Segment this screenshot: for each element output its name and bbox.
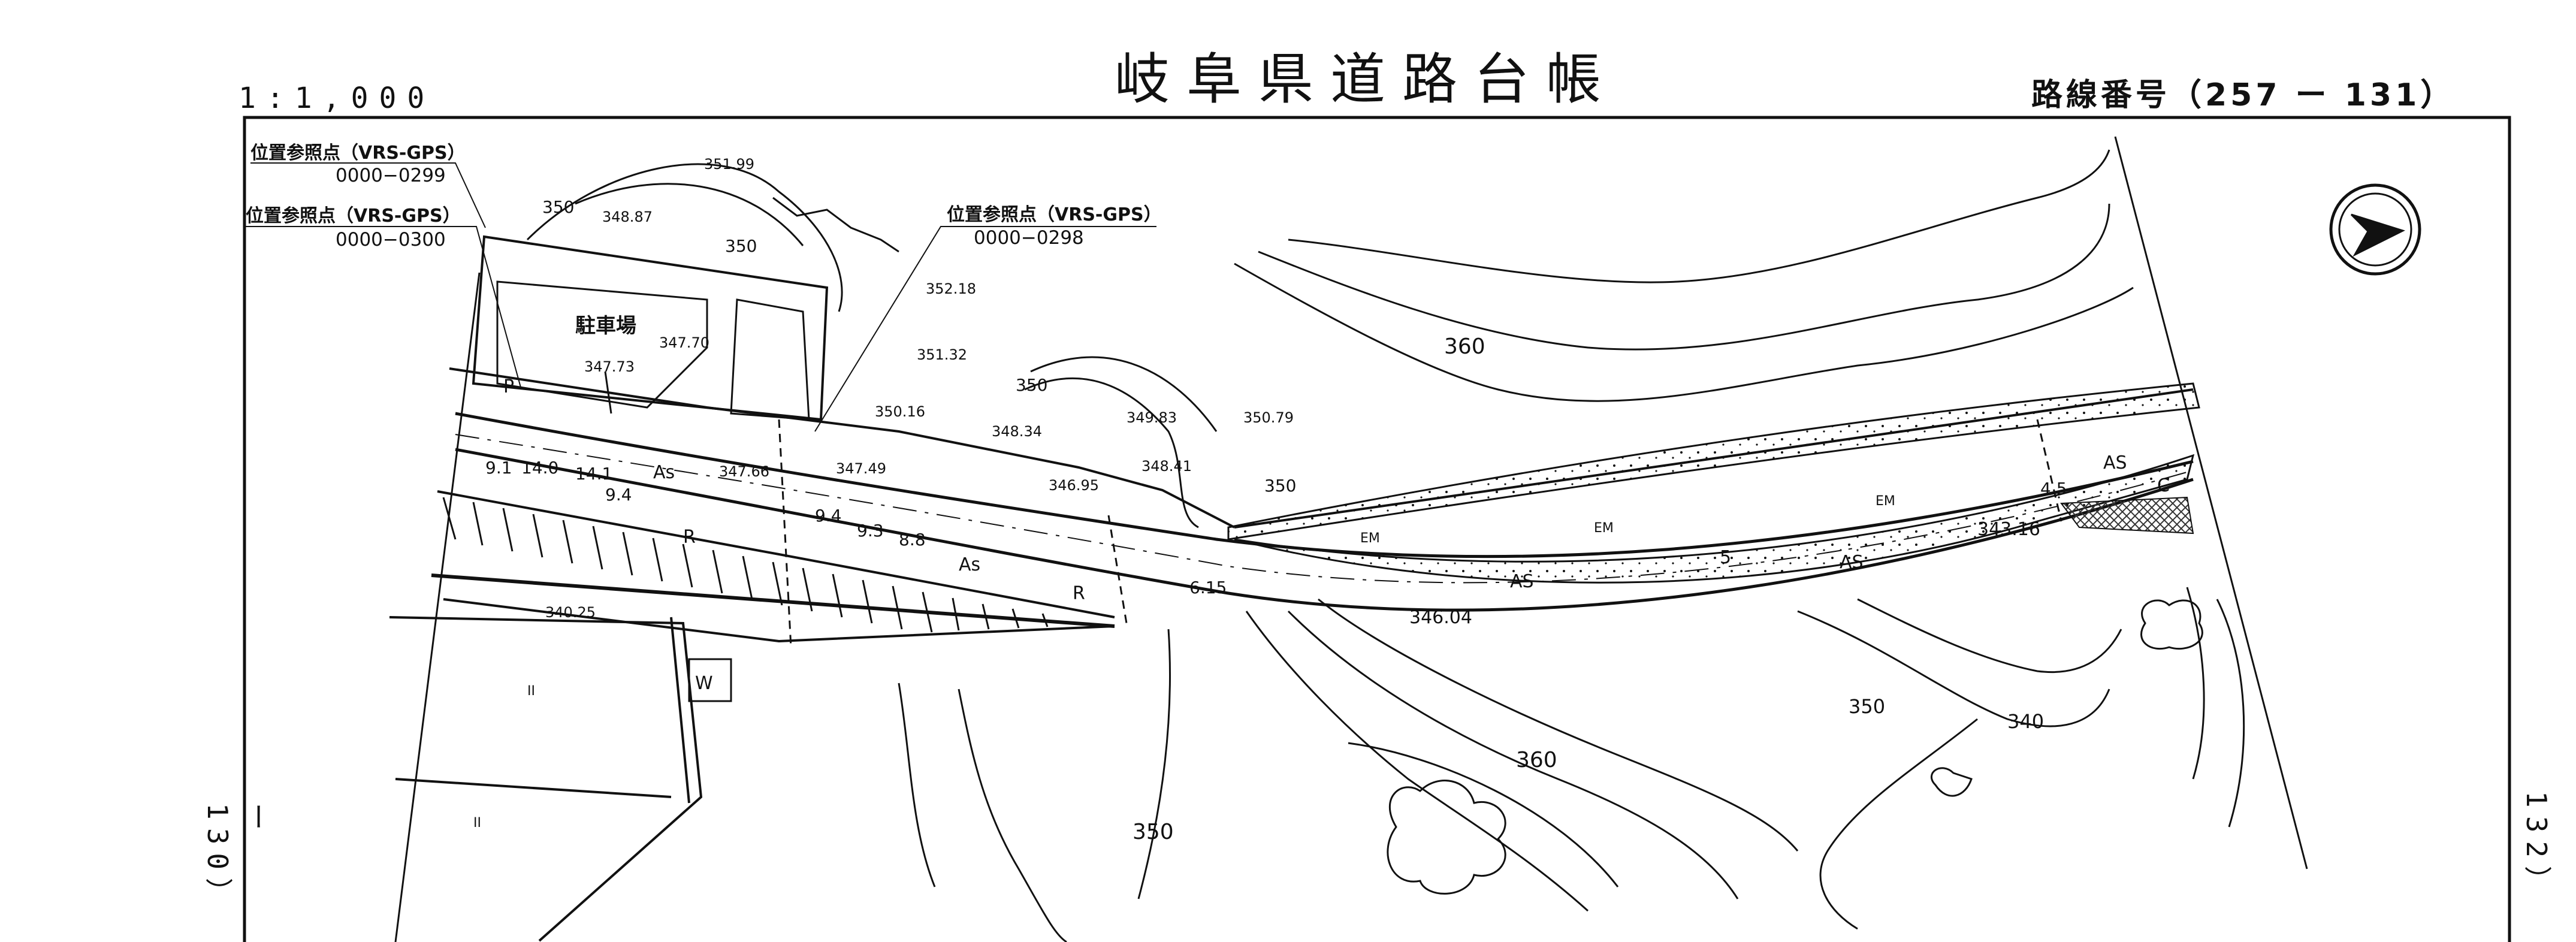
width-dimension: 14.1 <box>575 464 612 484</box>
ref-code-3: 0000−0298 <box>974 227 1084 249</box>
elevation: 343.16 <box>1977 519 2040 540</box>
adjacent-sheet-right: ー 132） <box>2520 791 2576 902</box>
vegetation <box>772 197 2203 895</box>
elevation: 348.34 <box>992 423 1042 440</box>
c-label: C <box>2157 475 2170 496</box>
contour-label: 360 <box>1444 334 1485 359</box>
elevation: 340.25 <box>545 604 596 621</box>
contour-label: 350 <box>542 197 574 217</box>
retaining-wall <box>431 497 1115 633</box>
ref-label-3: 位置参照点（VRS-GPS） <box>947 204 1162 225</box>
as-label-1: As <box>653 462 675 483</box>
contour-label: 340 <box>2007 710 2044 733</box>
route-number: 路線番号（257 ー 131） <box>2031 77 2456 113</box>
elevation: 347.70 <box>659 334 709 351</box>
contour-label: 350 <box>1264 476 1296 496</box>
ref-code-2: 0000−0300 <box>336 229 446 250</box>
elevation: 350.16 <box>875 403 925 420</box>
elevation: 351.32 <box>917 346 967 363</box>
as-label-2: As <box>959 554 980 575</box>
reference-point-3: 位置参照点（VRS-GPS） 0000−0298 <box>814 204 1162 432</box>
as-label-5: AS <box>2103 452 2127 473</box>
elevation: 347.49 <box>836 460 886 477</box>
adjacent-sheet-left: ー 130） <box>201 803 273 914</box>
em-label-3: EM <box>1876 494 1895 509</box>
em-label-2: EM <box>1594 521 1614 536</box>
width-dimension: 14.0 <box>521 458 558 478</box>
elevation: 347.66 <box>719 463 769 480</box>
reference-point-1: 位置参照点（VRS-GPS） 0000−0299 <box>250 143 486 228</box>
parking-label: 駐車場 <box>575 314 636 338</box>
contour-label: 350 <box>725 236 757 256</box>
elevation: 349.83 <box>1127 409 1177 426</box>
map-title: 岐阜県道路台帳 <box>1115 47 1618 111</box>
width-dimension: 9.1 <box>485 458 512 478</box>
contour-lines <box>526 149 2245 942</box>
as-label-3: AS <box>1510 571 1534 592</box>
ii-label-1: II <box>527 684 535 699</box>
width-dimension: 4.5 <box>2040 479 2067 499</box>
road <box>437 367 2200 648</box>
ref-code-1: 0000−0299 <box>336 165 446 186</box>
elevation: 346.95 <box>1049 477 1099 494</box>
elevation: 348.41 <box>1141 458 1192 475</box>
em-label-1: EM <box>1360 531 1380 546</box>
north-arrow-icon <box>2329 183 2421 276</box>
r-label-2: R <box>1073 583 1085 604</box>
elevation: 350.79 <box>1243 409 1294 426</box>
elevation: 347.73 <box>584 358 635 375</box>
width-dimension: 6.15 <box>1189 578 1227 597</box>
ref-label-2: 位置参照点（VRS-GPS） <box>246 206 461 227</box>
ii-label-2: II <box>473 816 481 831</box>
lane-label: 5 <box>1720 547 1731 568</box>
lower-left-structures <box>389 616 732 942</box>
p-label: P <box>503 376 514 397</box>
as-label-4: AS <box>1840 552 1864 573</box>
width-dimension: 9.3 <box>857 521 884 541</box>
r-label-1: R <box>683 527 696 548</box>
contour-label: 350 <box>1133 820 1174 844</box>
elevation: 351.99 <box>704 156 754 173</box>
map-scale: 1:1,000 <box>238 81 436 115</box>
reference-point-2: 位置参照点（VRS-GPS） 0000−0300 <box>246 206 522 390</box>
map-frame <box>243 116 2511 942</box>
w-label: W <box>695 673 713 694</box>
ref-label-1: 位置参照点（VRS-GPS） <box>250 143 466 164</box>
survey-boundary <box>394 136 2308 942</box>
width-dimension: 8.8 <box>899 530 926 550</box>
width-dimension: 9.4 <box>605 485 632 505</box>
elevation: 348.87 <box>602 209 653 225</box>
contour-label: 350 <box>1849 695 1885 718</box>
width-dimension: 9.4 <box>815 506 842 526</box>
elevation: 346.04 <box>1409 607 1472 628</box>
contour-label: 360 <box>1516 748 1557 772</box>
elevation: 352.18 <box>926 280 976 297</box>
parking-lot <box>472 235 829 421</box>
contour-label: 350 <box>1016 375 1047 395</box>
